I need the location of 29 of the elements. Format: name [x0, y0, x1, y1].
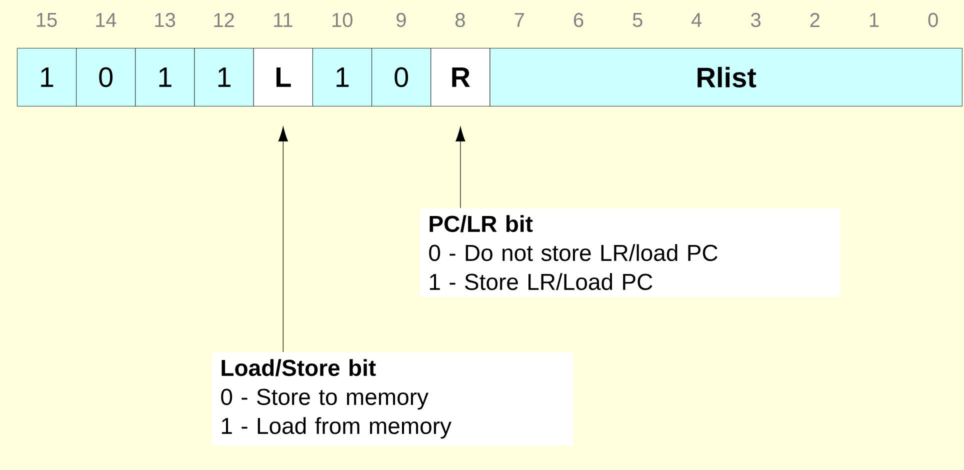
- bit-cell: 1: [17, 48, 76, 106]
- bit-cell: 0: [76, 48, 136, 106]
- arrow: [456, 126, 466, 208]
- note-box: PC/LR bit 0 - Do not store LR/load PC 1 - Store LR/Load PC: [420, 208, 840, 298]
- bit-number: 3: [751, 12, 760, 28]
- bit-number: 6: [574, 12, 584, 28]
- bit-number: 1: [870, 13, 879, 27]
- bit-number: 12: [214, 13, 234, 27]
- bit-number: 10: [332, 12, 352, 28]
- bit-number: 4: [692, 13, 702, 27]
- bit-cell: L: [253, 48, 313, 106]
- bit-number: 5: [632, 13, 642, 27]
- bit-cell: 1: [312, 48, 372, 106]
- note-box: Load/Store bit 0 - Store to memory 1 - Load from memory: [212, 352, 574, 446]
- bit-number: 9: [396, 12, 406, 28]
- bit-cell: R: [430, 48, 490, 106]
- bit-number: 13: [155, 12, 176, 28]
- bit-number: 14: [96, 13, 116, 27]
- bit-number: 2: [810, 13, 820, 27]
- arrow: [278, 126, 288, 352]
- bit-cell: 0: [372, 48, 432, 106]
- bit-number: 0: [928, 12, 938, 28]
- bit-number: 11: [274, 13, 292, 27]
- bit-number: 7: [514, 13, 524, 27]
- bit-cell: 1: [194, 48, 254, 106]
- bit-cell: 1: [135, 48, 195, 106]
- bit-number: 15: [36, 13, 57, 27]
- field-cell: Rlist: [490, 48, 962, 106]
- bit-number: 8: [456, 12, 465, 28]
